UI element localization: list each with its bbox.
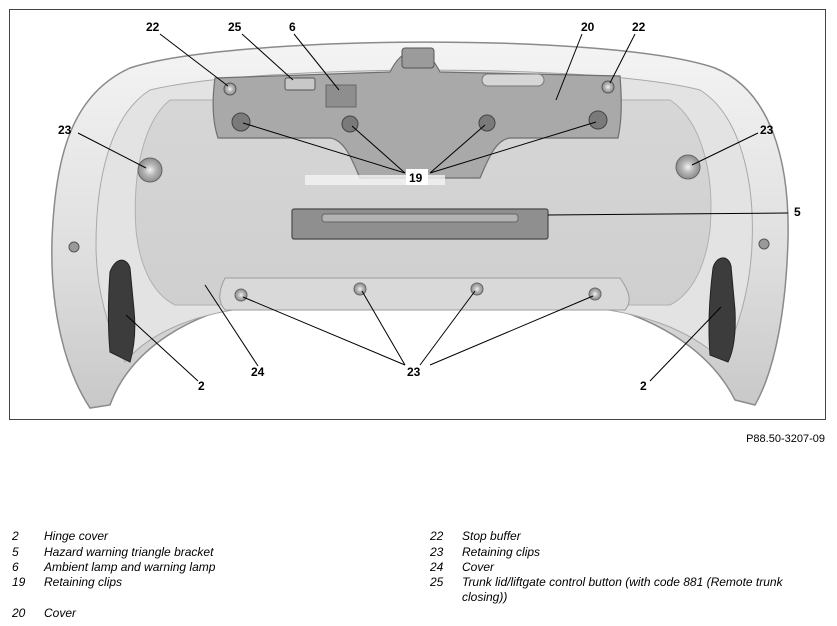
callout-25: 25 <box>228 20 242 34</box>
hinge-cover-left <box>108 259 136 363</box>
retaining-clip-23-b4 <box>588 287 602 301</box>
callout-19: 19 <box>409 171 423 185</box>
trunk-lid-diagram: 22 25 6 20 22 23 23 19 5 2 24 23 2 <box>9 9 826 420</box>
callout-23-right: 23 <box>760 123 774 137</box>
cover-panel <box>134 99 712 306</box>
retaining-clip-23-right <box>675 154 701 180</box>
callout-2-left: 2 <box>198 379 205 393</box>
handle-recess <box>481 73 545 87</box>
ambient-lamp <box>325 84 357 108</box>
callout-24: 24 <box>251 365 265 379</box>
callout-2-right: 2 <box>640 379 647 393</box>
retaining-clip-23-b2 <box>353 282 367 296</box>
trunk-lid-illustration: 22 25 6 20 22 23 23 19 5 2 24 23 2 <box>51 20 801 409</box>
stop-buffer-left <box>223 82 237 96</box>
retaining-clip-23-b1 <box>234 288 248 302</box>
hinge-cover-right <box>708 257 736 363</box>
callout-23-left: 23 <box>58 123 72 137</box>
figure-reference: P88.50-3207-09 <box>746 433 825 445</box>
stop-buffer-right <box>601 80 615 94</box>
callout-22-right: 22 <box>632 20 646 34</box>
retaining-clip-19-4 <box>588 110 608 130</box>
leader-lines <box>77 33 789 382</box>
callout-6: 6 <box>289 20 296 34</box>
callout-23-bottom: 23 <box>407 365 421 379</box>
retaining-clip-23-left <box>137 157 163 183</box>
retaining-clip-19-1 <box>231 112 251 132</box>
callout-5: 5 <box>794 205 801 219</box>
callout-20: 20 <box>581 20 595 34</box>
control-button <box>284 77 316 91</box>
side-nut-right <box>758 238 770 250</box>
cover-lower-lip <box>219 277 630 311</box>
latch-bracket <box>401 47 435 69</box>
side-nut-left <box>68 241 80 253</box>
light-reflection <box>305 175 445 185</box>
callout-22-left: 22 <box>146 20 160 34</box>
